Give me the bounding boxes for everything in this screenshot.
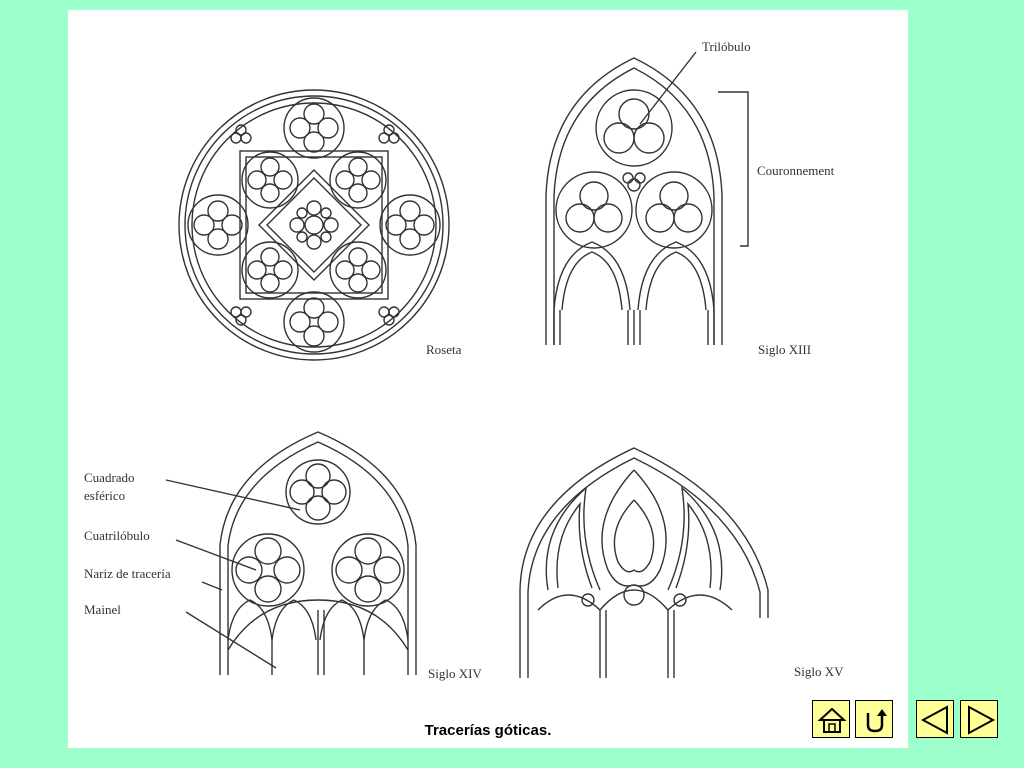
home-button[interactable]	[812, 700, 850, 738]
return-icon	[866, 709, 887, 733]
rose-window-drawing	[178, 89, 450, 361]
slide-caption: Tracerías góticas.	[424, 722, 552, 739]
label-siglo-xiii: Siglo XIII	[758, 342, 811, 357]
label-mainel: Mainel	[84, 602, 121, 617]
triangle-right-icon	[968, 705, 996, 735]
label-nariz: Nariz de tracería	[84, 566, 171, 581]
triangle-left-icon	[920, 705, 948, 735]
label-cuadrado-line2: esférico	[84, 488, 125, 503]
next-button[interactable]	[960, 700, 998, 738]
label-cuatrilobulo: Cuatrilóbulo	[84, 528, 150, 543]
slide-canvas: Roseta Trilóbulo Couronnement Siglo XIII…	[68, 10, 908, 748]
return-button[interactable]	[855, 700, 893, 738]
gothic-tracery-illustration: Roseta Trilóbulo Couronnement Siglo XIII…	[84, 39, 844, 681]
label-siglo-xv: Siglo XV	[794, 664, 844, 679]
label-siglo-xiv: Siglo XIV	[428, 666, 482, 681]
label-cuadrado-line1: Cuadrado	[84, 470, 135, 485]
label-trilobulo: Trilóbulo	[702, 39, 751, 54]
window-15th-century-drawing	[519, 447, 769, 678]
home-icon	[817, 707, 847, 733]
window-14th-century-drawing	[165, 431, 417, 675]
window-13th-century-drawing	[545, 51, 749, 345]
label-couronnement: Couronnement	[757, 163, 835, 178]
previous-button[interactable]	[916, 700, 954, 738]
label-roseta: Roseta	[426, 342, 462, 357]
